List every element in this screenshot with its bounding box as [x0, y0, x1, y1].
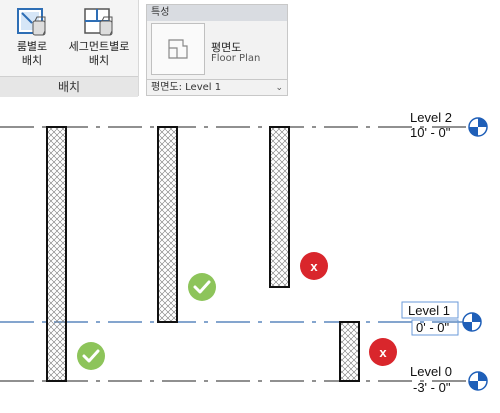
level-2-head[interactable]: Level 2 10' - 0" [410, 110, 488, 140]
place-by-room-button[interactable]: 룸별로 배치 [4, 6, 60, 76]
type-name-english: Floor Plan [211, 53, 261, 64]
svg-text:x: x [379, 345, 387, 360]
chevron-down-icon: ⌄ [275, 83, 283, 93]
level-1-name-selection [401, 301, 459, 319]
error-x-icon: x [369, 338, 397, 366]
level-1-elevation-selection [411, 319, 459, 336]
wall-left[interactable] [46, 126, 67, 382]
place-by-segment-icon [84, 8, 113, 36]
level-1-name: Level 1 [408, 303, 450, 318]
properties-palette: 특성 평면도 Floor Plan 평면도: Level 1 ⌄ [146, 4, 288, 96]
type-selector[interactable] [151, 23, 205, 75]
place-by-segment-label: 세그먼트별로 배치 [68, 40, 130, 67]
floor-plan-icon [168, 39, 188, 59]
level-1-elevation: 0' - 0" [416, 320, 449, 335]
level-2-elevation: 10' - 0" [410, 125, 451, 140]
error-x-icon: x [300, 252, 328, 280]
place-by-room-label: 룸별로 배치 [16, 40, 48, 67]
level-0-head[interactable]: Level 0 -3' - 0" [410, 364, 488, 395]
level-1-head[interactable]: Level 1 0' - 0" [401, 301, 482, 336]
type-name: 평면도 [211, 41, 242, 54]
level-0-elevation: -3' - 0" [413, 380, 451, 395]
level-marker-icon [468, 371, 488, 391]
wall-middle[interactable] [157, 126, 178, 323]
level-marker-icon [462, 312, 482, 332]
place-by-room-icon [17, 8, 46, 36]
level-marker-icon [468, 117, 488, 137]
wall-right-upper[interactable] [269, 126, 290, 288]
ribbon-panel-place: 룸별로 배치 세그먼트별로 배치 배치 [0, 0, 139, 97]
properties-header: 특성 [147, 5, 287, 21]
wall-right-lower[interactable] [339, 321, 360, 382]
level-2-name: Level 2 [410, 110, 452, 125]
instance-label: 평면도: Level 1 [151, 82, 222, 93]
ribbon-group-label: 배치 [0, 76, 138, 97]
place-by-segment-button[interactable]: 세그먼트별로 배치 [62, 6, 136, 76]
check-icon [188, 273, 216, 301]
svg-text:x: x [310, 259, 318, 274]
check-icon [77, 342, 105, 370]
level-0-name: Level 0 [410, 364, 452, 379]
instance-selector[interactable]: 평면도: Level 1 ⌄ [147, 79, 287, 95]
